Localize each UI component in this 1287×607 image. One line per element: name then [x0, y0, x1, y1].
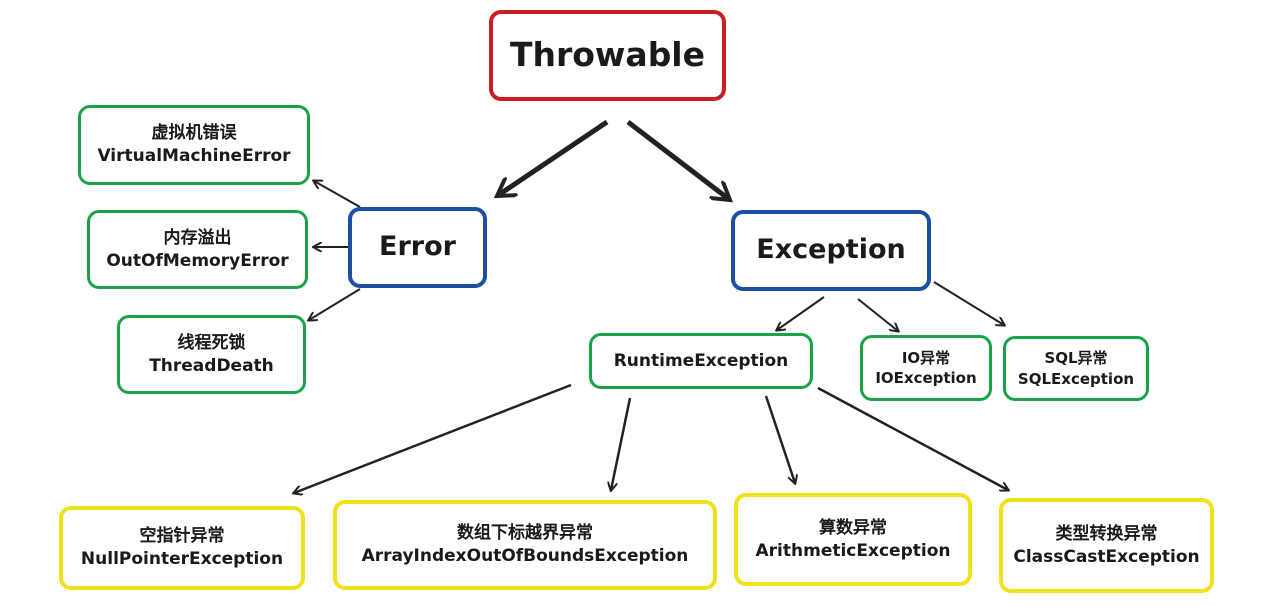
thread-death-en-label: ThreadDeath — [149, 355, 274, 376]
throwable-label: Throwable — [509, 35, 706, 75]
arrow-exception-to-runtime — [777, 296, 825, 330]
runtime-exception-label: RuntimeException — [613, 350, 789, 371]
error-node: Error — [348, 207, 487, 288]
vm-error-node: 虚拟机错误 VirtualMachineError — [78, 105, 310, 185]
error-label: Error — [379, 231, 456, 263]
nullpointer-en-label: NullPointerException — [80, 549, 284, 569]
thread-death-cn-label: 线程死锁 — [177, 332, 246, 353]
oom-error-cn-label: 内存溢出 — [163, 227, 232, 248]
nullpointer-exception-node: 空指针异常 NullPointerException — [59, 506, 305, 590]
sql-exception-node: SQL异常 SQLException — [1003, 336, 1149, 401]
arrow-runtime-to-arrayindex — [611, 397, 632, 490]
arrow-throwable-to-error — [497, 119, 609, 196]
throwable-node: Throwable — [489, 10, 726, 101]
runtime-exception-node: RuntimeException — [589, 333, 813, 389]
oom-error-en-label: OutOfMemoryError — [106, 250, 289, 271]
arrow-runtime-to-classcast — [817, 386, 1008, 490]
arrow-exception-to-sql — [933, 281, 1004, 325]
sql-exception-cn-label: SQL异常 — [1044, 349, 1108, 368]
arrow-error-to-thread-death — [309, 288, 361, 320]
vm-error-en-label: VirtualMachineError — [97, 146, 291, 166]
io-exception-cn-label: IO异常 — [901, 348, 951, 367]
arrayindex-exception-node: 数组下标越界异常 ArrayIndexOutOfBoundsException — [333, 500, 717, 590]
classcast-en-label: ClassCastException — [1013, 546, 1200, 567]
arithmetic-exception-node: 算数异常 ArithmeticException — [734, 493, 972, 586]
exception-label: Exception — [756, 234, 906, 266]
arrow-runtime-to-nullpointer — [294, 383, 572, 493]
arrayindex-en-label: ArrayIndexOutOfBoundsException — [361, 546, 689, 566]
arrow-runtime-to-arithmetic — [764, 395, 795, 483]
arrow-error-to-vm-error — [314, 181, 361, 208]
arrow-exception-to-io — [857, 298, 898, 331]
io-exception-en-label: IOException — [875, 369, 977, 387]
exception-node: Exception — [731, 210, 931, 291]
classcast-cn-label: 类型转换异常 — [1055, 523, 1158, 544]
thread-death-node: 线程死锁 ThreadDeath — [117, 315, 306, 394]
classcast-exception-node: 类型转换异常 ClassCastException — [999, 498, 1214, 593]
arithmetic-cn-label: 算数异常 — [819, 517, 887, 538]
arrayindex-cn-label: 数组下标越界异常 — [457, 523, 593, 544]
nullpointer-cn-label: 空指针异常 — [139, 526, 225, 547]
arrow-throwable-to-exception — [626, 120, 730, 200]
vm-error-cn-label: 虚拟机错误 — [151, 123, 237, 144]
io-exception-node: IO异常 IOException — [860, 335, 992, 401]
arithmetic-en-label: ArithmeticException — [755, 540, 951, 561]
oom-error-node: 内存溢出 OutOfMemoryError — [87, 210, 308, 289]
sql-exception-en-label: SQLException — [1017, 369, 1135, 388]
